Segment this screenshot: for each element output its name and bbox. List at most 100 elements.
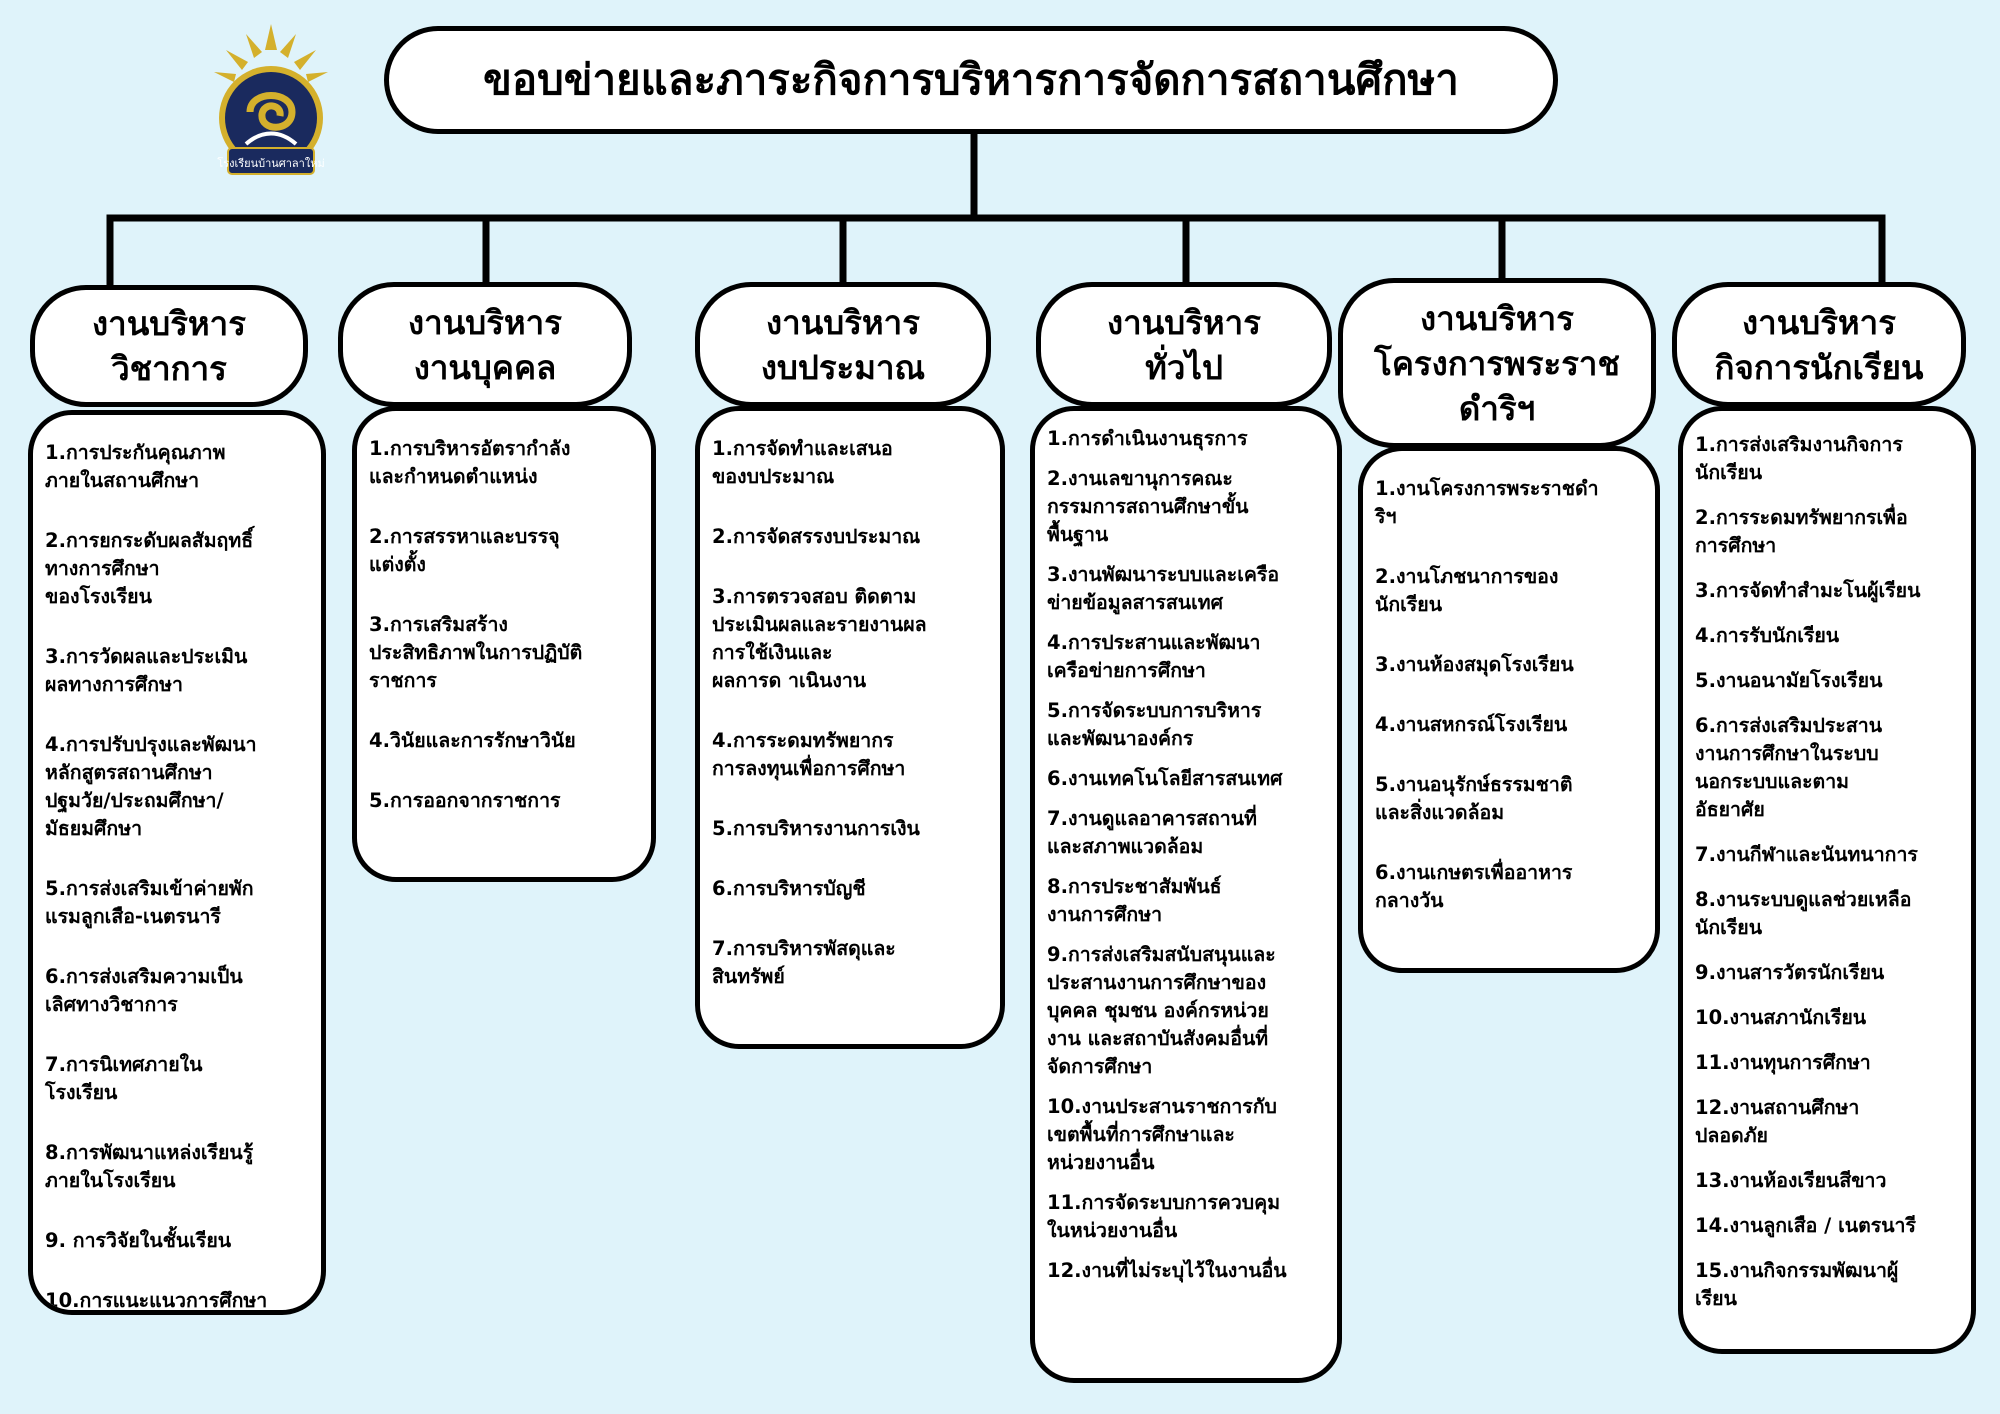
list-item-line: 6.การส่งเสริมความเป็น — [45, 965, 243, 988]
list-item-line: มัธยมศึกษา — [45, 817, 143, 840]
list-item-line: 7.การบริหารพัสดุและ — [712, 937, 896, 960]
list-item: 6.การส่งเสริมประสานงานการศึกษาในระบบนอกร… — [1695, 712, 1963, 824]
list-item-line: บุคคล ชุมชน องค์กรหน่วย — [1047, 999, 1269, 1022]
list-item-line: 8.การประชาสัมพันธ์ — [1047, 875, 1222, 898]
list-item: 10.การแนะแนวการศึกษา — [45, 1287, 313, 1312]
list-item: 4.การระดมทรัพยากรการลงทุนเพื่อการศึกษา — [712, 727, 992, 783]
list-item-line: 1.การดำเนินงานธุรการ — [1047, 427, 1248, 450]
list-item-line: งานการศึกษาในระบบ — [1695, 742, 1879, 765]
list-item-line: 2.งานเลขานุการคณะ — [1047, 467, 1233, 490]
list-item: 12.งานสถานศึกษาปลอดภัย — [1695, 1094, 1963, 1150]
list-item-line: 15.งานกิจกรรมพัฒนาผู้ — [1695, 1259, 1899, 1282]
list-item: 8.งานระบบดูแลช่วยเหลือนักเรียน — [1695, 886, 1963, 942]
list-item-line: 1.การบริหารอัตรากำลัง — [369, 437, 571, 460]
heading-line: งานบริหาร — [408, 302, 562, 342]
list-item-line: 4.งานสหกรณ์โรงเรียน — [1375, 713, 1568, 736]
list-item: 2.การจัดสรรงบประมาณ — [712, 523, 992, 551]
heading-line: งานบริหาร — [766, 302, 920, 342]
list-item-line: นักเรียน — [1695, 461, 1763, 484]
list-item: 5.งานอนุรักษ์ธรรมชาติและสิ่งแวดล้อม — [1375, 771, 1647, 827]
list-item: 14.งานลูกเสือ / เนตรนารี — [1695, 1212, 1963, 1240]
list-item: 2.การยกระดับผลสัมฤทธิ์ทางการศึกษาของโรงเ… — [45, 527, 313, 611]
list-item-line: 10.งานสภานักเรียน — [1695, 1006, 1867, 1029]
list-item: 1.การจัดทำและเสนอของบประมาณ — [712, 435, 992, 491]
list-item: 3.การเสริมสร้างประสิทธิภาพในการปฏิบัติรา… — [369, 611, 643, 695]
list-item-line: 6.การบริหารบัญชี — [712, 877, 866, 900]
list-general: 1.การดำเนินงานธุรการ 2.งานเลขานุการคณะกรร… — [1030, 406, 1342, 1383]
list-item-line: และสิ่งแวดล้อม — [1375, 801, 1505, 824]
list-item-line: นักเรียน — [1695, 916, 1763, 939]
list-item: 4.งานสหกรณ์โรงเรียน — [1375, 711, 1647, 739]
list-item: 4.การปรับปรุงและพัฒนาหลักสูตรสถานศึกษาปฐ… — [45, 731, 313, 843]
list-item-line: 8.งานระบบดูแลช่วยเหลือ — [1695, 888, 1912, 911]
list-item-line: 4.วินัยและการรักษาวินัย — [369, 729, 576, 752]
heading-line: ทั่วไป — [1145, 347, 1223, 387]
list-item-line: การลงทุนเพื่อการศึกษา — [712, 757, 906, 780]
list-item-line: ประเมินผลและรายงานผล — [712, 613, 927, 636]
list-item-line: 4.การระดมทรัพยากร — [712, 729, 894, 752]
heading-budget: งานบริหาร งบประมาณ — [695, 282, 991, 407]
list-item-line: ราชการ — [369, 669, 437, 692]
heading-royal-projects: งานบริหาร โครงการพระราช ดำริฯ — [1338, 278, 1656, 448]
list-item-line: ริฯ — [1375, 505, 1397, 528]
heading-line: งานบุคคล — [413, 347, 557, 387]
list-item-line: 5.การจัดระบบการบริหาร — [1047, 699, 1262, 722]
list-item-line: แรมลูกเสือ-เนตรนารี — [45, 905, 221, 928]
list-item-line: 10.การแนะแนวการศึกษา — [45, 1289, 268, 1312]
list-item: 1.งานโครงการพระราชดำริฯ — [1375, 475, 1647, 531]
list-item-line: โรงเรียน — [45, 1081, 118, 1104]
list-item: 11.การจัดระบบการควบคุมในหน่วยงานอื่น — [1047, 1189, 1329, 1245]
list-item-line: เลิศทางวิชาการ — [45, 993, 178, 1016]
list-item-line: 1.งานโครงการพระราชดำ — [1375, 477, 1599, 500]
heading-line: วิชาการ — [111, 349, 227, 388]
list-item: 3.งานห้องสมุดโรงเรียน — [1375, 651, 1647, 679]
list-item-line: 3.การจัดทำสำมะโนผู้เรียน — [1695, 579, 1921, 602]
list-item-line: 13.งานห้องเรียนสีขาว — [1695, 1169, 1887, 1192]
list-item: 2.งานเลขานุการคณะกรรมการสถานศึกษาขั้นพื้… — [1047, 465, 1329, 549]
list-item-line: 1.การประกันคุณภาพ — [45, 441, 226, 464]
list-item-line: 9. การวิจัยในชั้นเรียน — [45, 1229, 232, 1252]
list-item-line: 3.งานห้องสมุดโรงเรียน — [1375, 653, 1574, 676]
heading-line: งานบริหาร — [1420, 298, 1574, 338]
list-item-line: 7.งานกีฬาและนันทนาการ — [1695, 843, 1918, 866]
list-item-line: ทางการศึกษา — [45, 557, 160, 580]
list-item: 9. การวิจัยในชั้นเรียน — [45, 1227, 313, 1255]
list-item: 7.งานกีฬาและนันทนาการ — [1695, 841, 1963, 869]
list-item-line: 5.งานอนามัยโรงเรียน — [1695, 669, 1883, 692]
list-item-line: ข่ายข้อมูลสารสนเทศ — [1047, 591, 1224, 614]
list-item-line: 1.การจัดทำและเสนอ — [712, 437, 893, 460]
list-item: 1.การดำเนินงานธุรการ — [1047, 425, 1329, 453]
list-item-line: 14.งานลูกเสือ / เนตรนารี — [1695, 1214, 1916, 1237]
list-item: 8.การประชาสัมพันธ์งานการศึกษา — [1047, 873, 1329, 929]
list-item-line: 4.การปรับปรุงและพัฒนา — [45, 733, 257, 756]
list-item-line: 9.งานสารวัตรนักเรียน — [1695, 961, 1885, 984]
list-item-line: ภายในสถานศึกษา — [45, 469, 200, 492]
list-item: 13.งานห้องเรียนสีขาว — [1695, 1167, 1963, 1195]
list-item-line: ปฐมวัย/ประถมศึกษา/ — [45, 789, 224, 812]
list-item-line: ของโรงเรียน — [45, 585, 152, 608]
list-item-line: เรียน — [1695, 1287, 1737, 1310]
list-item-line: 12.งานที่ไม่ระบุไว้ในงานอื่น — [1047, 1259, 1287, 1282]
list-item-line: 2.การระดมทรัพยากรเพื่อ — [1695, 506, 1908, 529]
list-item-line: 10.งานประสานราชการกับ — [1047, 1095, 1277, 1118]
list-item-line: แต่งตั้ง — [369, 553, 426, 576]
heading-line: โครงการพระราช — [1374, 343, 1620, 383]
list-item: 1.การส่งเสริมงานกิจการนักเรียน — [1695, 431, 1963, 487]
logo-caption: โรงเรียนบ้านศาลาใหม่ — [217, 156, 324, 170]
list-item-line: 2.งานโภชนาการของ — [1375, 565, 1559, 588]
list-item-line: 9.การส่งเสริมสนับสนุนและ — [1047, 943, 1276, 966]
list-item-line: 5.การออกจากราชการ — [369, 789, 561, 812]
list-item-line: 1.การส่งเสริมงานกิจการ — [1695, 433, 1903, 456]
list-item: 7.งานดูแลอาคารสถานที่และสภาพแวดล้อม — [1047, 805, 1329, 861]
list-item: 5.งานอนามัยโรงเรียน — [1695, 667, 1963, 695]
list-item-line: ประสิทธิภาพในการปฏิบัติ — [369, 641, 583, 664]
list-academic: 1.การประกันคุณภาพภายในสถานศึกษา 2.การยกระ… — [28, 410, 326, 1315]
list-item: 4.การรับนักเรียน — [1695, 622, 1963, 650]
list-item-line: 12.งานสถานศึกษา — [1695, 1096, 1860, 1119]
list-item-line: กลางวัน — [1375, 889, 1444, 912]
school-emblem-icon: โรงเรียนบ้านศาลาใหม่ — [214, 24, 328, 175]
list-item: 11.งานทุนการศึกษา — [1695, 1049, 1963, 1077]
list-item-line: 3.การตรวจสอบ ติดตาม — [712, 585, 917, 608]
list-item: 3.การวัดผลและประเมินผลทางการศึกษา — [45, 643, 313, 699]
